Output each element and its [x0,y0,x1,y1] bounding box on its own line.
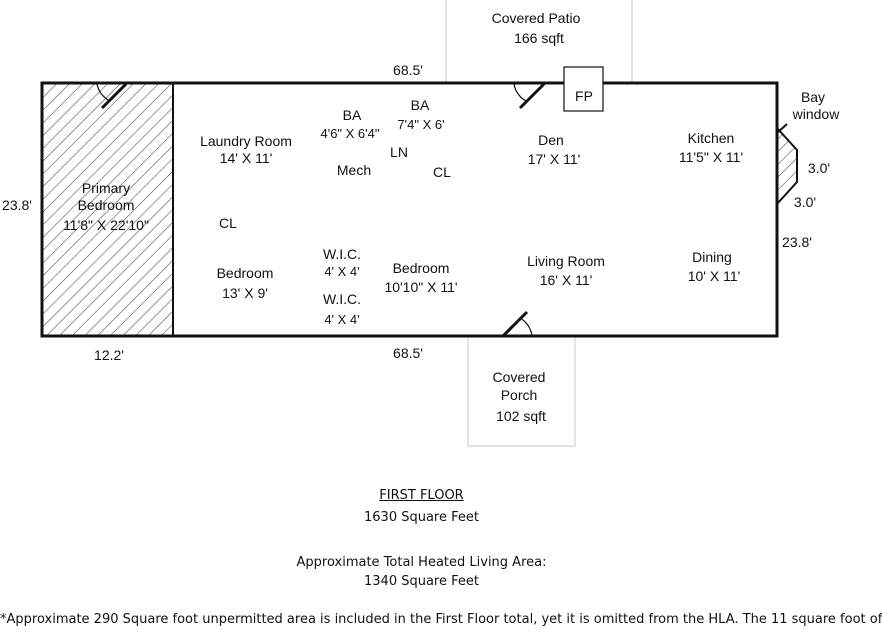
patio-outline [445,0,633,83]
ba2-name: BA [411,97,430,113]
fireplace-label: FP [575,88,593,104]
primary-bedroom-line2: Bedroom [78,197,135,213]
dining-name: Dining [692,249,732,265]
porch-door [501,310,533,338]
primary-bedroom-hatch [43,83,173,336]
bay-window-hatch [777,128,797,204]
living-size: 16' X 11' [540,272,593,288]
bedroom-mid-size: 10'10" X 11' [384,279,457,295]
patio-name: Covered Patio [492,10,581,26]
exterior-walls [40,81,779,338]
porch-line1: Covered [493,369,546,385]
ba1-size: 4'6" X 6'4" [320,126,379,141]
porch-line2: Porch [501,387,538,403]
dim-bay-2: 3.0' [794,194,816,210]
closet-label-1: CL [433,164,451,180]
dim-left: 23.8' [2,197,32,213]
den-size: 17' X 11' [528,151,581,167]
ba1-name: BA [343,107,362,123]
porch-area: 102 sqft [496,408,546,424]
dim-primary-width: 12.2' [94,347,124,363]
wic2-name: W.I.C. [323,291,361,307]
wic1-name: W.I.C. [323,246,361,262]
primary-door [96,82,128,110]
living-name: Living Room [527,253,605,269]
patio-door [513,82,546,110]
floor-area: 1630 Square Feet [364,510,479,525]
bay-line2: window [792,106,841,122]
kitchen-size: 11'5" X 11' [679,149,743,165]
bedroom-left-name: Bedroom [217,265,274,281]
dim-right: 23.8' [782,234,812,250]
fireplace [563,66,604,112]
bay-window-outline [776,127,798,205]
footnote: *Approximate 290 Square foot unpermitted… [0,612,882,627]
dim-bottom: 68.5' [393,345,423,361]
ba2-size: 7'4" X 6' [397,117,444,132]
linen-label: LN [390,144,408,160]
laundry-size: 14' X 11' [220,150,273,166]
kitchen-name: Kitchen [688,130,735,146]
den-name: Den [538,132,564,148]
wic2-size: 4' X 4' [324,312,359,327]
dim-top: 68.5' [393,62,423,78]
hla-label: Approximate Total Heated Living Area: [296,555,547,570]
laundry-name: Laundry Room [200,133,292,149]
dining-size: 10' X 11' [688,268,741,284]
wic1-size: 4' X 4' [324,264,359,279]
bay-line1: Bay [801,89,825,105]
mech-label: Mech [337,162,371,178]
primary-bedroom-line1: Primary [82,180,130,196]
floor-plan: Covered Patio 166 sqft Covered Porch 102… [2,0,841,447]
porch-outline [467,336,576,447]
patio-area: 166 sqft [514,30,564,46]
primary-bedroom-size: 11'8" X 22'10" [63,217,149,233]
floor-title: FIRST FLOOR [379,488,464,503]
bedroom-mid-name: Bedroom [393,260,450,276]
bay-tick [776,123,788,134]
bedroom-left-size: 13' X 9' [222,285,268,301]
hla-value: 1340 Square Feet [364,574,479,589]
closet-label-2: CL [219,215,237,231]
dim-bay-1: 3.0' [808,160,830,176]
